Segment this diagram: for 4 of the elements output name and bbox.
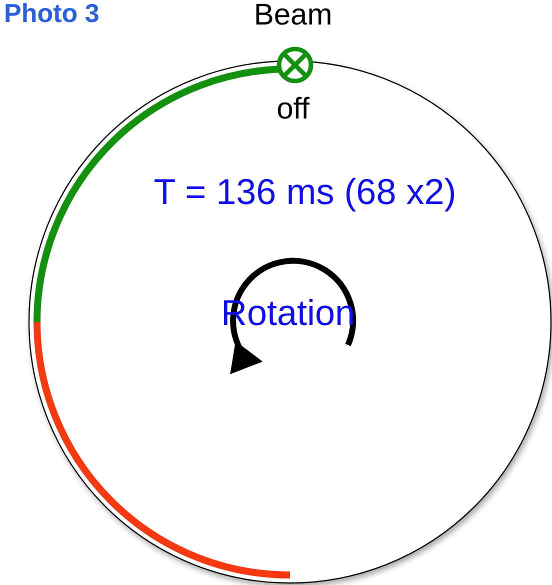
label: T = 136 ms (68 x2) (154, 172, 456, 212)
title: Photo 3 (4, 0, 100, 26)
label: off (276, 92, 310, 126)
label: Beam (254, 0, 332, 32)
